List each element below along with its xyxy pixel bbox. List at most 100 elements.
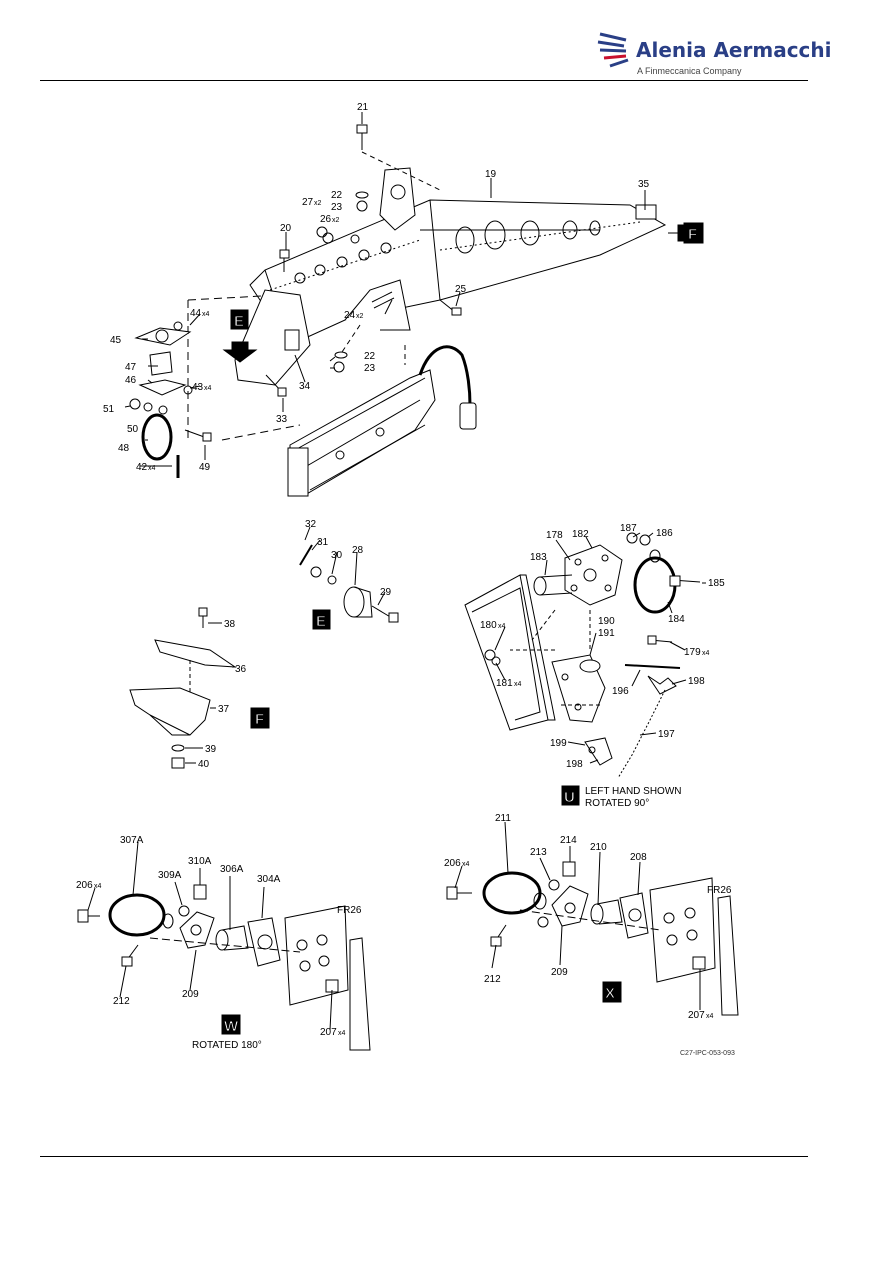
callout-198: 198 [688,676,705,687]
view-marker-e [312,609,331,630]
view-marker-f-main [683,222,704,244]
callout-21: 21 [357,102,369,113]
view-e-callouts: 32 31 30 28 29 [305,519,392,598]
callout-47: 47 [125,362,137,373]
view-marker-f [250,707,270,729]
company-name: Alenia Aermacchi [636,38,832,62]
callout-46: 46 [125,375,137,386]
callout-29: 29 [380,587,392,598]
callout-23b: 23 [364,363,376,374]
callout-50: 50 [127,424,139,435]
callout-310a: 310A [188,856,212,867]
svg-text:x4: x4 [462,861,470,868]
svg-text:F: F [688,226,697,243]
callout-186: 186 [656,528,673,539]
label-fr26-w: FR26 [337,905,362,916]
callout-38: 38 [224,619,236,630]
view-w-detail [77,841,371,1051]
callout-34: 34 [299,381,311,392]
callout-184: 184 [668,614,685,625]
callout-211: 211 [495,813,511,824]
callout-39: 39 [205,744,217,755]
callout-196: 196 [612,686,629,697]
svg-text:W: W [224,1018,239,1035]
callout-24: 24 [344,310,356,321]
callout-191: 191 [598,628,615,639]
company-logo: Alenia Aermacchi A Finmeccanica Company [596,24,832,84]
aermacchi-swoosh-icon [597,32,629,68]
callout-190: 190 [598,616,615,627]
callout-309a: 309A [158,870,182,881]
svg-text:x4: x4 [702,650,710,657]
callout-213: 213 [530,847,547,858]
callout-37: 37 [218,704,230,715]
caption-w: ROTATED 180° [192,1040,262,1051]
company-subtitle: A Finmeccanica Company [637,66,742,76]
svg-text:X: X [605,985,615,1002]
callout-207: 207 [320,1027,337,1038]
svg-text:x4: x4 [514,681,522,688]
callout-51: 51 [103,404,115,415]
callout-49: 49 [199,462,211,473]
callout-304a: 304A [257,874,281,885]
view-marker-e-main [230,309,249,330]
view-f-detail [129,607,237,769]
view-x-detail [446,821,739,1016]
svg-text:x4: x4 [706,1013,714,1020]
callout-40: 40 [198,759,210,770]
callout-26: 26 [320,214,332,225]
svg-text:x4: x4 [498,623,506,630]
callout-180: 180 [480,620,497,631]
callout-183: 183 [530,552,547,563]
callout-45: 45 [110,335,122,346]
callout-181: 181 [496,678,513,689]
callout-42: 42 [136,462,148,473]
view-marker-w [221,1014,241,1035]
callout-23: 23 [331,202,343,213]
svg-text:x2: x2 [332,217,340,224]
callout-33: 33 [276,414,288,425]
callout-48: 48 [118,443,130,454]
callout-206-x: 206 [444,858,461,869]
svg-text:x2: x2 [314,200,322,207]
svg-text:x2: x2 [356,313,364,320]
callout-22: 22 [331,190,343,201]
callout-178: 178 [546,530,563,541]
footer-rule [40,1156,808,1157]
view-marker-u [561,785,580,806]
view-e-detail [299,526,399,623]
callout-212-x: 212 [484,974,501,985]
callout-198b: 198 [566,759,583,770]
callout-197: 197 [658,729,675,740]
svg-text:E: E [316,613,326,630]
caption-u-line2: ROTATED 90° [585,798,649,809]
caption-u-line1: LEFT HAND SHOWN [585,786,682,797]
callout-208: 208 [630,852,647,863]
callout-187: 187 [620,523,637,534]
callout-207-x: 207 [688,1010,705,1021]
svg-text:x4: x4 [338,1030,346,1037]
figure-reference: C27-IPC-053-093 [680,1050,735,1057]
callout-209-x: 209 [551,967,568,978]
callout-31: 31 [317,537,329,548]
svg-text:x4: x4 [202,311,210,318]
svg-text:E: E [234,313,244,330]
callout-43: 43 [192,382,204,393]
view-f-callouts: 38 36 37 39 40 [198,619,247,770]
callout-25: 25 [455,284,467,295]
callout-306a: 306A [220,864,244,875]
callout-179: 179 [684,647,701,658]
callout-185: 185 [708,578,725,589]
callout-212: 212 [113,996,130,1007]
callout-35: 35 [638,179,650,190]
callout-30: 30 [331,550,343,561]
callout-182: 182 [572,529,589,540]
callout-214: 214 [560,835,577,846]
callout-19: 19 [485,169,497,180]
callout-210: 210 [590,842,607,853]
callout-27: 27 [302,197,314,208]
